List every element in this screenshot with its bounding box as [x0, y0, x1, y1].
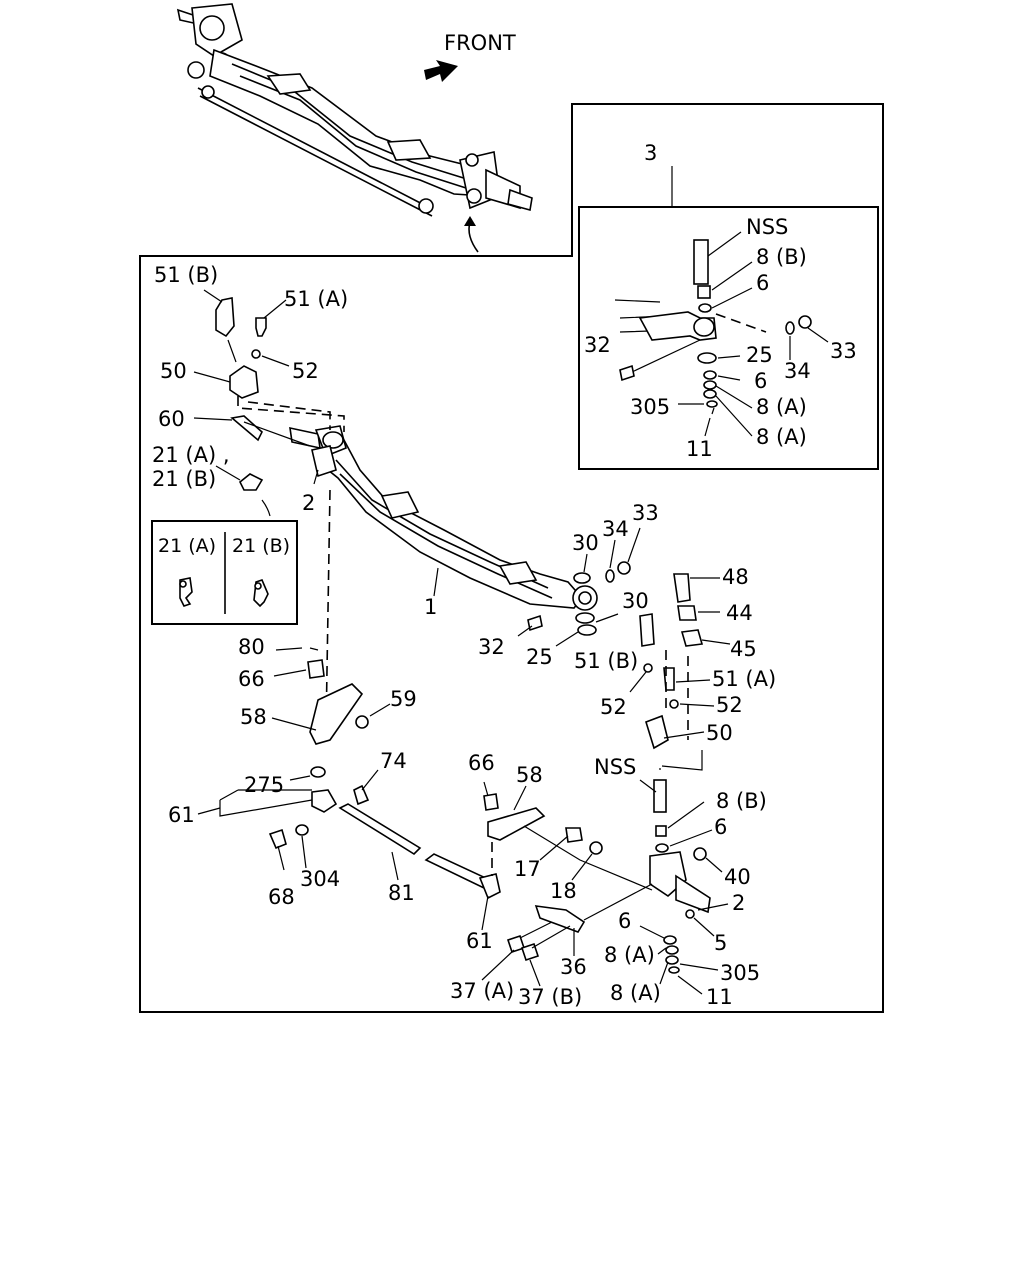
callout-8b-right: 8 (B)	[716, 789, 767, 813]
callout-58-left: 58	[240, 705, 267, 729]
callout-18: 18	[550, 879, 577, 903]
callout-68: 68	[268, 885, 295, 909]
callout-50-right: 50	[706, 721, 733, 745]
main-detail-frame	[139, 103, 884, 1013]
callout-275: 275	[244, 773, 284, 797]
callout-8a-right-a: 8 (A)	[604, 943, 655, 967]
callout-59: 59	[390, 687, 417, 711]
callout-37b: 37 (B)	[518, 985, 582, 1009]
callout-8a-right-b: 8 (A)	[610, 981, 661, 1005]
callout-305-right: 305	[720, 961, 760, 985]
callout-6b-inset: 6	[754, 369, 767, 393]
callout-52-left: 52	[292, 359, 319, 383]
callout-1: 1	[424, 595, 437, 619]
callout-21ab-line1: 21 (A) ,	[152, 443, 230, 467]
front-direction-indicator: FRONT	[424, 31, 516, 82]
axle-beam-main	[289, 425, 598, 611]
callout-32-mid: 32	[478, 635, 505, 659]
callout-52-right-b: 52	[716, 693, 743, 717]
callout-34-mid: 34	[602, 517, 629, 541]
leader-lines	[193, 166, 829, 995]
callout-30-a: 30	[572, 531, 599, 555]
callout-74: 74	[380, 749, 407, 773]
beam-end-parts	[527, 561, 711, 974]
callout-37a: 37 (A)	[450, 979, 514, 1003]
inset-box-21	[151, 520, 298, 625]
callout-305-inset: 305	[630, 395, 670, 419]
callout-51a-right: 51 (A)	[712, 667, 776, 691]
callout-61-left: 61	[168, 803, 195, 827]
callout-81: 81	[388, 881, 415, 905]
callout-61-mid: 61	[466, 929, 493, 953]
callout-11-right: 11	[706, 985, 733, 1009]
callout-34-inset: 34	[784, 359, 811, 383]
callout-60: 60	[158, 407, 185, 431]
inset-21-label-a: 21 (A)	[158, 535, 216, 557]
callout-3: 3	[644, 141, 657, 165]
callout-nss-inset: NSS	[746, 215, 788, 239]
callout-44: 44	[726, 601, 753, 625]
callout-17: 17	[514, 857, 541, 881]
callout-25-mid: 25	[526, 645, 553, 669]
callout-8b-inset: 8 (B)	[756, 245, 807, 269]
callout-6-right-b: 6	[618, 909, 631, 933]
callout-40: 40	[724, 865, 751, 889]
callout-66-left: 66	[238, 667, 265, 691]
axle-overview-drawing	[176, 3, 533, 253]
callout-30-b: 30	[622, 589, 649, 613]
callout-labels: 3 NSS 8 (B) 6 32 25 6 305 8 (A) 8 (A) 11…	[152, 141, 857, 1009]
front-label: FRONT	[444, 31, 516, 55]
callout-51a-left: 51 (A)	[284, 287, 348, 311]
callout-21ab-line2: 21 (B)	[152, 467, 216, 491]
callout-6-right: 6	[714, 815, 727, 839]
callout-50-left: 50	[160, 359, 187, 383]
callout-8a2-inset: 8 (A)	[756, 425, 807, 449]
callout-45: 45	[730, 637, 757, 661]
upper-left-parts	[215, 297, 345, 517]
callout-5: 5	[714, 931, 727, 955]
callout-48: 48	[722, 565, 749, 589]
callout-304: 304	[300, 867, 340, 891]
steering-linkage	[268, 489, 653, 962]
callout-8a1-inset: 8 (A)	[756, 395, 807, 419]
callout-80: 80	[238, 635, 265, 659]
callout-51b-left: 51 (B)	[154, 263, 218, 287]
callout-33-mid: 33	[632, 501, 659, 525]
inset-21-label-b: 21 (B)	[232, 535, 290, 557]
callout-25-inset: 25	[746, 343, 773, 367]
callout-11-inset: 11	[686, 437, 713, 461]
callout-6-inset: 6	[756, 271, 769, 295]
inset-21-grease-fittings	[179, 577, 269, 608]
callout-58-mid: 58	[516, 763, 543, 787]
front-arrow-icon	[424, 60, 458, 82]
callout-2-left: 2	[302, 491, 315, 515]
callout-66-mid: 66	[468, 751, 495, 775]
callout-33-inset: 33	[830, 339, 857, 363]
callout-32-inset: 32	[584, 333, 611, 357]
inset-box-3	[578, 206, 879, 470]
callout-2-right: 2	[732, 891, 745, 915]
inset-3-drawing	[614, 239, 812, 415]
callout-51b-right: 51 (B)	[574, 649, 638, 673]
callout-52-right-a: 52	[600, 695, 627, 719]
callout-nss-right: NSS	[594, 755, 636, 779]
callout-36: 36	[560, 955, 587, 979]
